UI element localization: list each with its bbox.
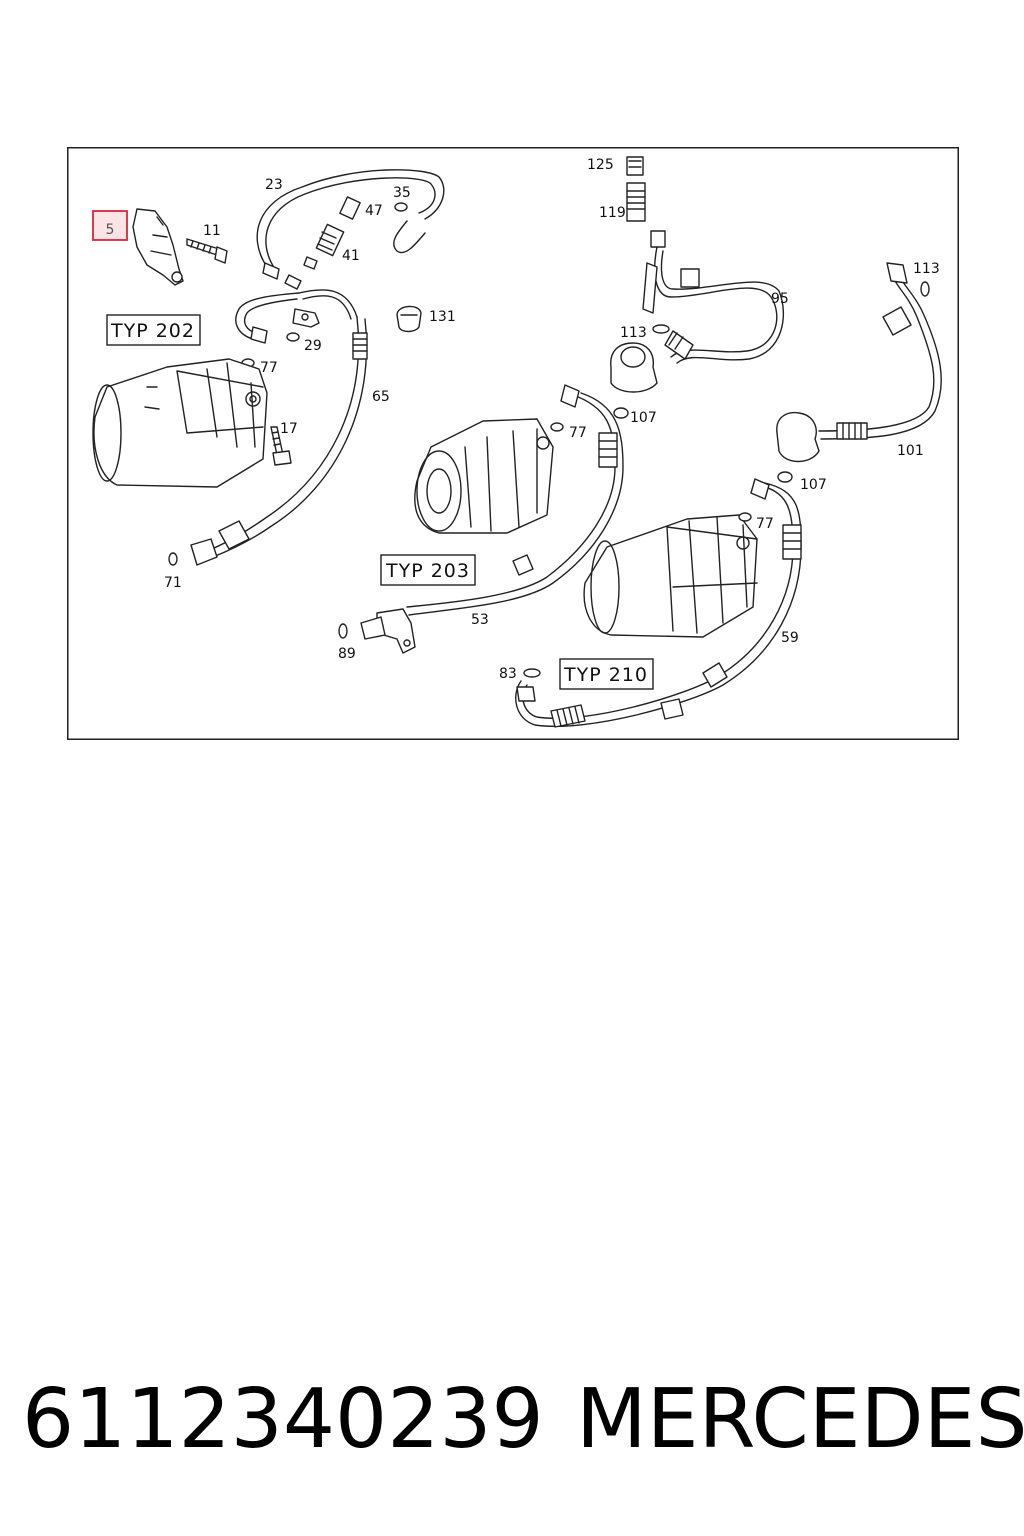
callout-41: 41 [342, 248, 360, 264]
callout-65: 65 [372, 389, 390, 405]
callout-23: 23 [265, 177, 283, 193]
callout-113a: 113 [620, 325, 647, 341]
fitting-107a [610, 342, 658, 393]
pipe-23 [256, 169, 445, 290]
pipe-53 [360, 384, 624, 654]
callout-125: 125 [587, 157, 614, 173]
compressor-typ-203 [414, 418, 554, 534]
callout-83: 83 [499, 666, 517, 682]
callout-77a: 77 [260, 360, 278, 376]
part-5-label: 5 [106, 222, 115, 238]
pipe-101 [776, 262, 942, 463]
callout-77c: 77 [756, 516, 774, 532]
callout-71: 71 [164, 575, 182, 591]
callout-77b: 77 [569, 425, 587, 441]
seal-71 [168, 552, 178, 566]
callout-119: 119 [599, 205, 626, 221]
seal-77c [738, 512, 752, 522]
callout-107a: 107 [630, 410, 657, 426]
callout-59: 59 [781, 630, 799, 646]
bracket-part-5 [132, 208, 184, 286]
diagram-svg: 5 [67, 147, 959, 740]
pipe-29-block [235, 289, 358, 344]
bolt-11 [186, 238, 228, 264]
callout-53: 53 [471, 612, 489, 628]
bolt-17 [270, 426, 292, 466]
parts-diagram: 5 [67, 147, 959, 740]
seal-107a [613, 407, 629, 419]
pipe-59 [515, 478, 802, 728]
callout-47: 47 [365, 203, 383, 219]
callout-113b: 113 [913, 261, 940, 277]
typ-202-box: TYP 202 [106, 314, 201, 346]
seal-113a [652, 324, 670, 334]
typ-203-label: TYP 203 [385, 560, 470, 582]
part-5-highlight[interactable]: 5 [92, 210, 128, 241]
callout-17: 17 [280, 421, 298, 437]
seal-89 [338, 623, 348, 639]
callout-101: 101 [897, 443, 924, 459]
brand-name: MERCEDES [576, 1372, 1024, 1467]
callout-11: 11 [203, 223, 221, 239]
callout-107b: 107 [800, 477, 827, 493]
compressor-typ-202 [92, 358, 268, 488]
seal-113b [920, 281, 930, 297]
typ-203-box: TYP 203 [380, 554, 476, 586]
callout-35: 35 [393, 185, 411, 201]
seal-83 [523, 668, 541, 678]
pipe-65 [190, 316, 368, 566]
callout-89: 89 [338, 646, 356, 662]
pipe-95 [642, 246, 785, 364]
seal-35 [394, 202, 408, 212]
seal-29 [286, 332, 300, 342]
seal-77b [550, 422, 564, 432]
callout-95: 95 [771, 291, 789, 307]
typ-210-box: TYP 210 [559, 658, 654, 690]
clip-131 [396, 305, 422, 333]
typ-202-label: TYP 202 [110, 320, 195, 342]
product-footer: 6112340239 MERCEDES [0, 1370, 1024, 1480]
valve-47-41 [303, 196, 361, 270]
callout-131: 131 [429, 309, 456, 325]
typ-210-label: TYP 210 [563, 664, 648, 686]
part-number: 6112340239 [22, 1372, 544, 1467]
seal-107b [777, 471, 793, 483]
callout-29: 29 [304, 338, 322, 354]
valve-125-119 [626, 156, 666, 248]
